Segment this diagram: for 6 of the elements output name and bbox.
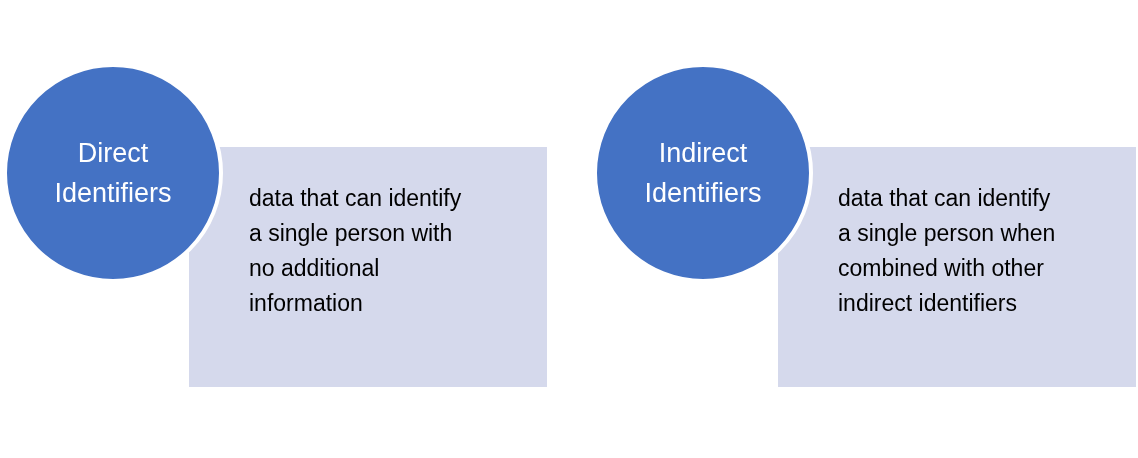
circle-label: Direct Identifiers — [53, 137, 173, 210]
description-text: data that can identify a single person with no additional information — [249, 184, 463, 318]
circle-label: Indirect Identifiers — [643, 137, 763, 210]
description-text: data that can identify a single person when combined with other indirect identifiers — [838, 184, 1057, 318]
description-box — [189, 147, 547, 387]
description-box — [778, 147, 1136, 387]
